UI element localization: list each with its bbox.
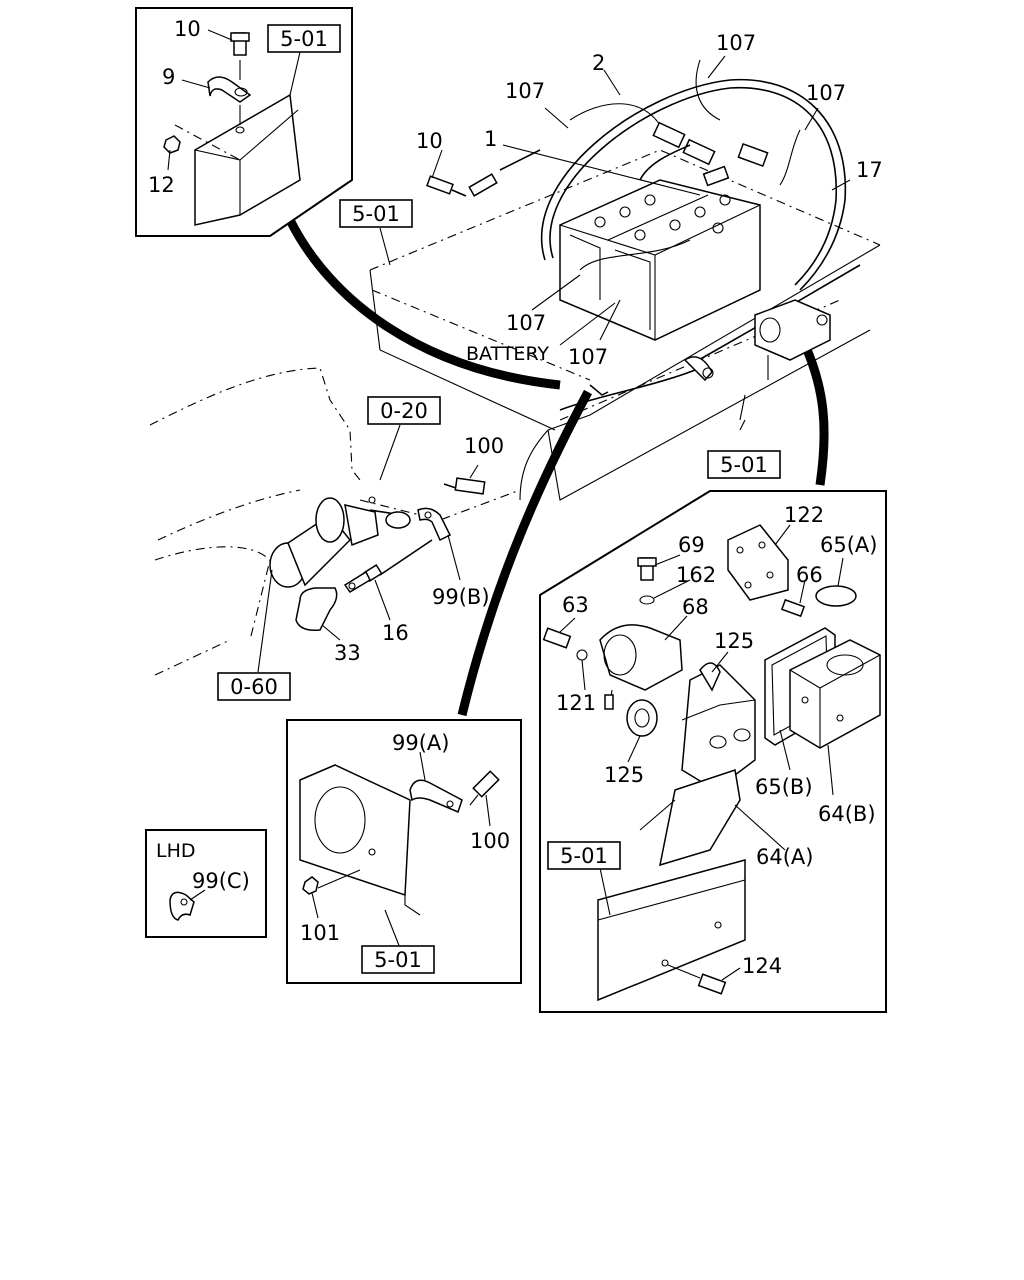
pointer-arc-relay bbox=[800, 343, 829, 486]
ref-box-5-01-main: 5-01 bbox=[339, 199, 413, 228]
callout-125: 125 bbox=[604, 763, 644, 787]
callout-107: 107 bbox=[716, 31, 756, 55]
ref-label: 5-01 bbox=[280, 27, 328, 51]
callout-107: 107 bbox=[505, 79, 545, 103]
callout-125: 125 bbox=[714, 629, 754, 653]
callout-162: 162 bbox=[676, 563, 716, 587]
ref-label: 0-20 bbox=[380, 399, 428, 423]
callout-9: 9 bbox=[162, 65, 175, 89]
callout-66: 66 bbox=[796, 563, 823, 587]
frame-clamp bbox=[589, 356, 714, 396]
starter-motor bbox=[269, 496, 411, 588]
starter-cable bbox=[343, 539, 433, 593]
callout-12: 12 bbox=[148, 173, 175, 197]
pointer-arc-bracket bbox=[285, 217, 561, 390]
callout-122: 122 bbox=[784, 503, 824, 527]
ref-label: 5-01 bbox=[560, 844, 608, 868]
callout-65a: 65(A) bbox=[820, 533, 877, 557]
callout-17: 17 bbox=[856, 158, 883, 182]
ref-label: 5-01 bbox=[352, 202, 400, 226]
ref-box-5-01-relay-inset: 5-01 bbox=[547, 841, 621, 870]
callout-101: 101 bbox=[300, 921, 340, 945]
inset-lhd-drawing bbox=[169, 891, 195, 921]
leader-lines bbox=[167, 29, 851, 981]
ref-box-5-01-clip-inset: 5-01 bbox=[361, 945, 435, 974]
ref-label: 0-60 bbox=[230, 675, 278, 699]
callout-107: 107 bbox=[506, 311, 546, 335]
terminal-cap bbox=[295, 587, 338, 632]
callout-10: 10 bbox=[174, 17, 201, 41]
callout-10: 10 bbox=[416, 129, 443, 153]
harness-connectors bbox=[468, 121, 769, 197]
callout-121: 121 bbox=[556, 691, 596, 715]
relay-on-frame bbox=[754, 299, 831, 380]
callout-1: 1 bbox=[484, 127, 497, 151]
bolt-10-main bbox=[426, 175, 467, 197]
callout-2: 2 bbox=[592, 51, 605, 75]
callout-100: 100 bbox=[464, 434, 504, 458]
ref-label: 5-01 bbox=[374, 948, 422, 972]
ref-box-5-01-inset-bracket: 5-01 bbox=[267, 24, 341, 53]
battery bbox=[559, 179, 761, 341]
callout-107: 107 bbox=[806, 81, 846, 105]
inset-bracket-drawing bbox=[163, 32, 301, 226]
callout-99c: 99(C) bbox=[192, 869, 250, 893]
callout-99a: 99(A) bbox=[392, 731, 449, 755]
ref-box-0-20: 0-20 bbox=[367, 396, 441, 425]
callout-107: 107 bbox=[568, 345, 608, 369]
ref-box-5-01-frame: 5-01 bbox=[707, 450, 781, 479]
ref-box-0-60: 0-60 bbox=[217, 672, 291, 701]
bolt-100-main bbox=[443, 477, 486, 495]
inset-relay-drawing bbox=[542, 524, 881, 1002]
callout-33: 33 bbox=[334, 641, 361, 665]
callout-100: 100 bbox=[470, 829, 510, 853]
callout-63: 63 bbox=[562, 593, 589, 617]
callout-64a: 64(A) bbox=[756, 845, 813, 869]
callout-124: 124 bbox=[742, 954, 782, 978]
callout-68: 68 bbox=[682, 595, 709, 619]
inset-lhd-panel bbox=[145, 829, 267, 938]
callout-64b: 64(B) bbox=[818, 802, 876, 826]
lhd-label: LHD bbox=[156, 840, 196, 862]
battery-label: BATTERY bbox=[466, 343, 549, 365]
pointer-arc-clip bbox=[457, 389, 592, 717]
inset-clip-drawing bbox=[299, 764, 500, 916]
harness-2-17 bbox=[540, 59, 861, 411]
ref-label: 5-01 bbox=[720, 453, 768, 477]
callout-16: 16 bbox=[382, 621, 409, 645]
callout-99b: 99(B) bbox=[432, 585, 490, 609]
callout-69: 69 bbox=[678, 533, 705, 557]
clip-99b bbox=[417, 507, 452, 542]
callout-65b: 65(B) bbox=[755, 775, 813, 799]
